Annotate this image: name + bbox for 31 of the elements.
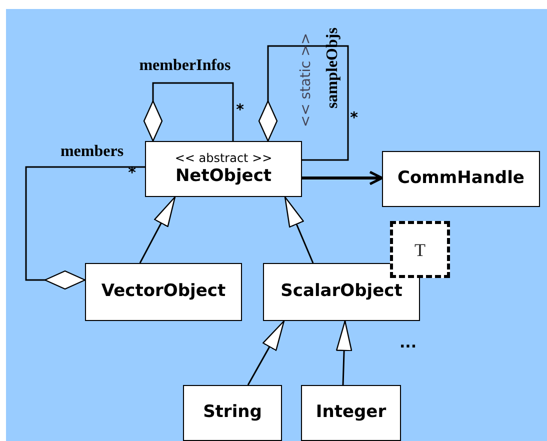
- multiplicity-label: *: [350, 110, 358, 126]
- template-parameter-box: [390, 221, 450, 278]
- aggregation-line: [143, 82, 234, 142]
- inheritance-arrow: [139, 196, 176, 264]
- stereotype-text: << static >>: [299, 32, 313, 128]
- aggregation-line: [25, 166, 145, 290]
- multiplicity-label: ...: [399, 336, 417, 350]
- class-name: VectorObject: [101, 281, 226, 303]
- inheritance-arrow: [284, 196, 314, 264]
- class-box: [263, 263, 420, 321]
- inheritance-arrow: [336, 320, 352, 386]
- aggregation-line: [258, 45, 349, 161]
- multiplicity-label: *: [128, 166, 136, 180]
- class-name: CommHandle: [398, 168, 524, 190]
- class-name: NetObject: [175, 166, 272, 188]
- class-box: [382, 151, 540, 207]
- role-name: sampleObjs: [325, 28, 341, 108]
- role-name: members: [60, 144, 124, 160]
- class-name: String: [203, 402, 262, 424]
- inheritance-arrow: [247, 320, 285, 386]
- stereotype-text: << abstract >>: [174, 150, 272, 166]
- class-name: Integer: [316, 402, 386, 424]
- class-name: ScalarObject: [280, 281, 402, 303]
- role-name: memberInfos: [139, 58, 231, 74]
- class-name: T: [414, 240, 426, 258]
- class-box: [145, 141, 302, 197]
- multiplicity-label: *: [236, 102, 244, 118]
- class-box: [183, 385, 282, 441]
- association-arrow: [302, 170, 384, 186]
- class-box: [85, 263, 242, 321]
- class-box: [301, 385, 401, 441]
